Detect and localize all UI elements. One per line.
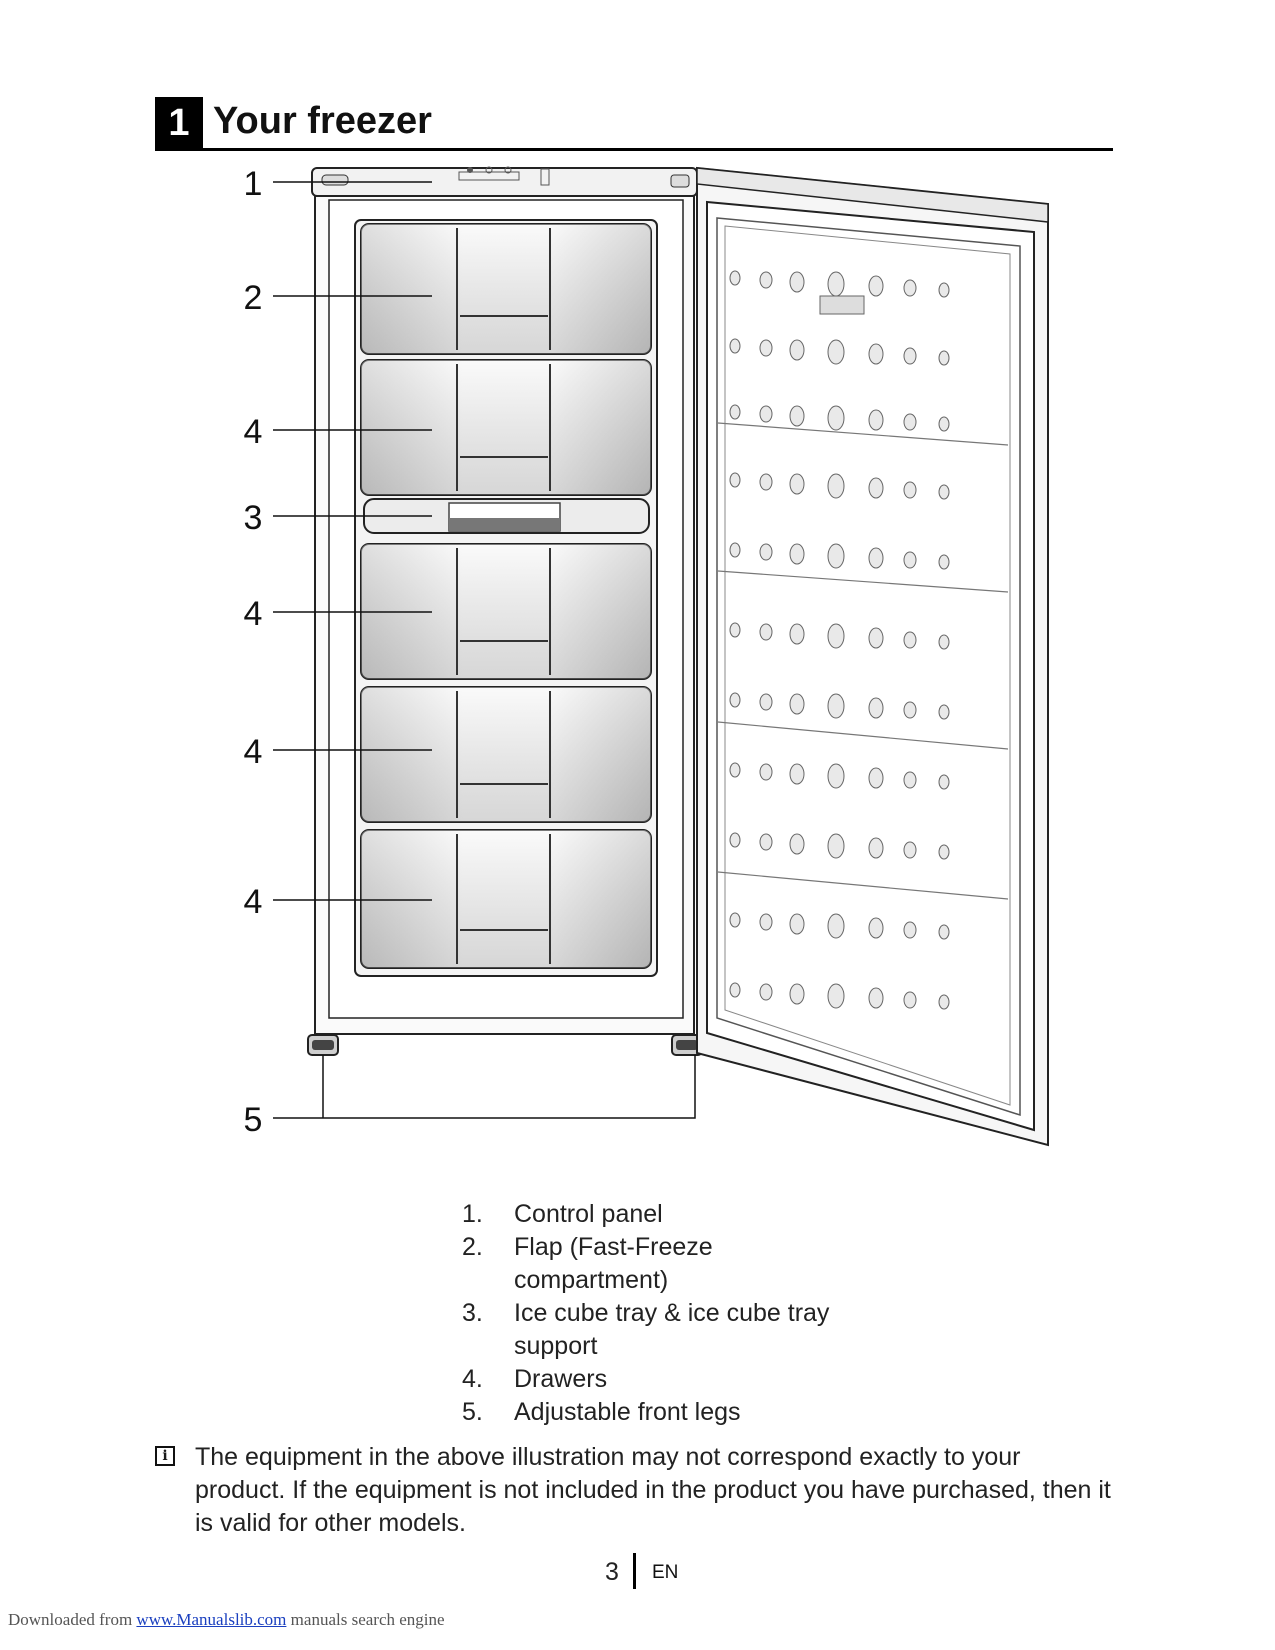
callout-drawer: 4 (238, 733, 268, 772)
download-footer: Downloaded from www.Manualslib.com manua… (8, 1610, 445, 1630)
page-number-divider (633, 1553, 636, 1589)
drawer (361, 360, 651, 495)
chapter-number: 1 (155, 97, 203, 151)
drawer (361, 687, 651, 822)
page-title: Your freezer (213, 97, 432, 145)
parts-legend: 1. Control panel 2. Flap (Fast-Freeze co… (462, 1198, 962, 1429)
note-text: The equipment in the above illustration … (195, 1441, 1115, 1540)
legend-item: 1. Control panel (462, 1198, 962, 1231)
legend-item: 4. Drawers (462, 1363, 962, 1396)
freezer-drawing (0, 160, 1275, 1200)
heading-rule (155, 148, 1113, 151)
callout-control-panel: 1 (238, 165, 268, 204)
legend-item: 3. Ice cube tray & ice cube tray support (462, 1297, 962, 1363)
section-heading: 1 Your freezer (155, 97, 1113, 152)
page-number: 3 (605, 1558, 619, 1587)
drawer (361, 830, 651, 968)
callout-drawer: 4 (238, 883, 268, 922)
footer-prefix: Downloaded from (8, 1610, 136, 1629)
callout-flap: 2 (238, 279, 268, 318)
callout-drawer: 4 (238, 595, 268, 634)
callout-drawer: 4 (238, 413, 268, 452)
callout-legs: 5 (238, 1101, 268, 1140)
footer-suffix: manuals search engine (286, 1610, 444, 1629)
info-note: i The equipment in the above illustratio… (155, 1441, 1115, 1540)
callout-ice-tray: 3 (238, 499, 268, 538)
flap-fast-freeze (361, 224, 651, 354)
legend-item: 5. Adjustable front legs (462, 1396, 962, 1429)
info-icon: i (155, 1446, 175, 1466)
manualslib-link[interactable]: www.Manualslib.com (136, 1610, 286, 1629)
legend-item: 2. Flap (Fast-Freeze compartment) (462, 1231, 962, 1297)
freezer-illustration: 1 2 4 3 4 4 4 5 (0, 160, 1275, 1200)
page-language: EN (652, 1562, 678, 1584)
